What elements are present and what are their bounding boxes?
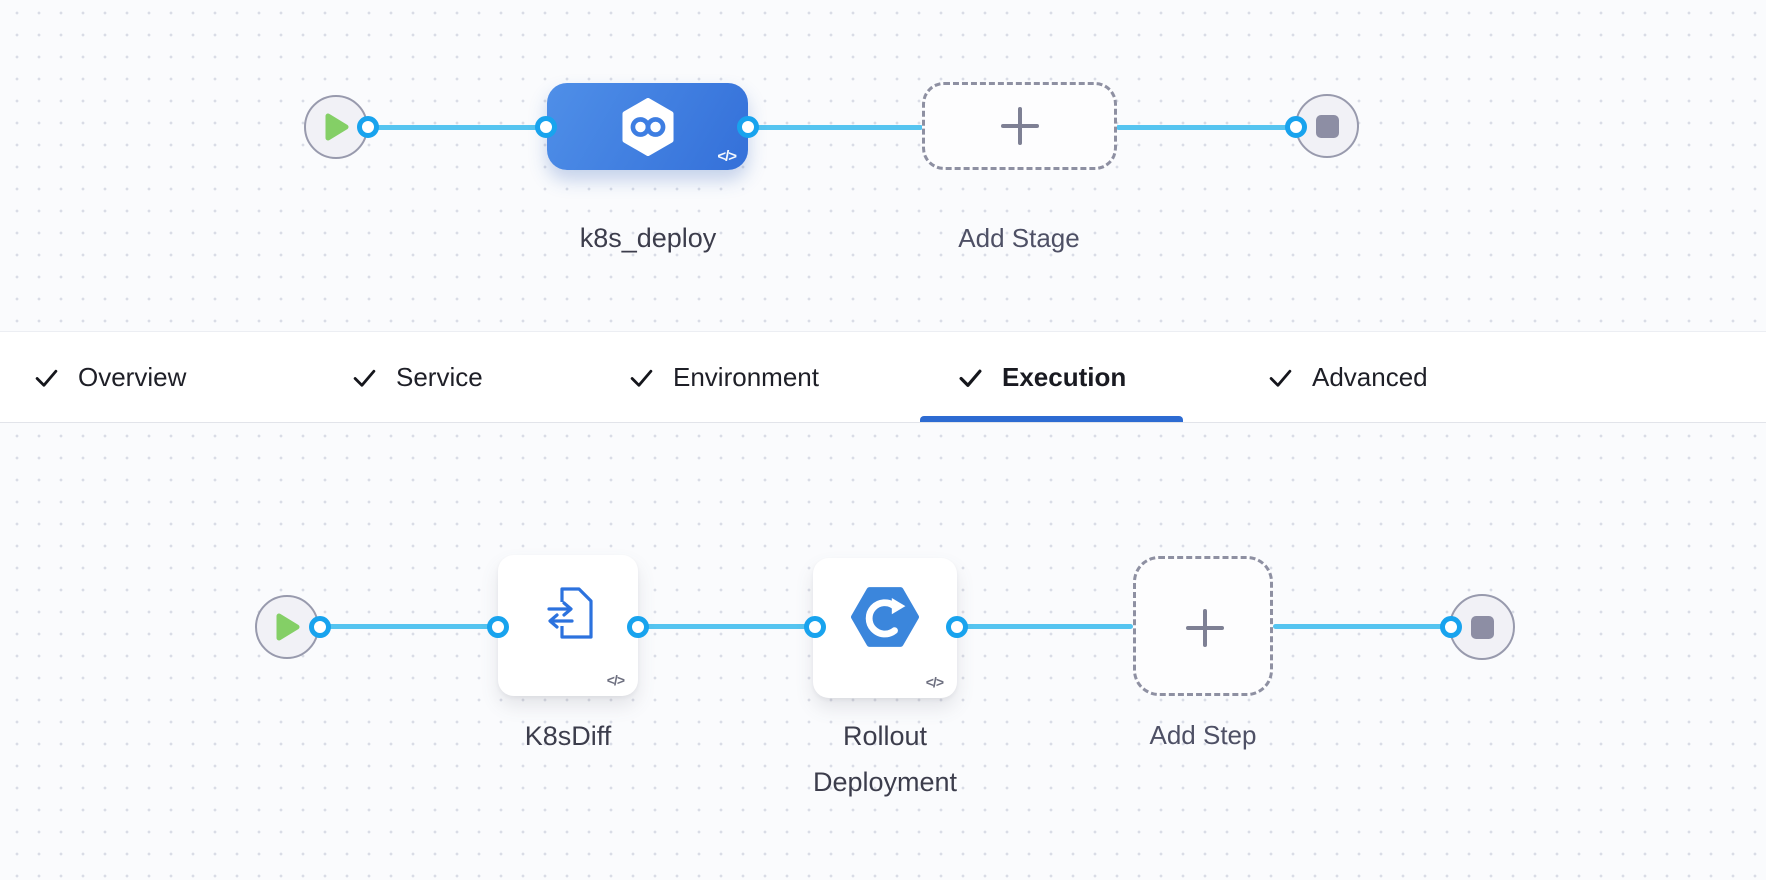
step-node-k8sdiff[interactable]: </> <box>498 555 638 696</box>
tab-advanced[interactable]: Advanced <box>1268 332 1428 422</box>
stop-icon <box>1470 615 1494 639</box>
step-yaml-toggle[interactable]: </> <box>925 674 944 690</box>
port-rollout-in[interactable] <box>804 616 826 638</box>
tab-overview[interactable]: Overview <box>34 332 186 422</box>
add-step-button[interactable] <box>1133 556 1273 696</box>
step-label-k8sdiff: K8sDiff <box>524 721 612 751</box>
step-yaml-toggle[interactable]: </> <box>606 672 625 688</box>
port-end-in[interactable] <box>1440 616 1462 638</box>
tab-execution[interactable]: Execution <box>958 332 1126 422</box>
stage-config-tabbar: Overview Service Environment Execution A… <box>0 331 1766 423</box>
k8s-diff-icon <box>543 587 593 639</box>
pipeline-start-node <box>304 95 368 159</box>
execution-graph-canvas[interactable]: </> </> K8sDiff Rollout Deployment Add S… <box>0 423 1766 880</box>
checkmark-icon <box>1268 365 1293 390</box>
tab-environment[interactable]: Environment <box>629 332 819 422</box>
link-rollout-to-addstep <box>957 624 1133 629</box>
deploy-infinity-hexagon-icon <box>621 97 674 156</box>
rollout-deployment-icon <box>851 587 919 647</box>
link-stage-to-addstage <box>748 125 923 130</box>
link-addstage-to-end <box>1116 125 1297 130</box>
plus-icon <box>1186 609 1224 647</box>
tab-label: Overview <box>78 361 187 392</box>
step-label-rollout-deployment: Rollout Deployment <box>812 721 958 797</box>
stage-graph-canvas[interactable]: </> k8s_deploy Add Stage <box>0 0 1766 331</box>
port-stage-in[interactable] <box>535 116 557 138</box>
play-icon <box>325 113 349 141</box>
link-start-to-k8sdiff <box>287 624 498 629</box>
checkmark-icon <box>958 365 983 390</box>
checkmark-icon <box>352 365 377 390</box>
add-stage-button[interactable] <box>922 82 1117 170</box>
port-k8sdiff-out[interactable] <box>627 616 649 638</box>
tab-label: Advanced <box>1312 361 1428 392</box>
link-k8sdiff-to-rollout <box>638 624 815 629</box>
port-k8sdiff-in[interactable] <box>487 616 509 638</box>
plus-icon <box>1000 107 1039 145</box>
checkmark-icon <box>629 365 654 390</box>
tab-label: Environment <box>673 361 819 392</box>
add-stage-label: Add Stage <box>958 223 1080 253</box>
port-stage-out[interactable] <box>737 116 759 138</box>
checkmark-icon <box>34 365 59 390</box>
play-icon <box>276 613 300 641</box>
stage-yaml-toggle[interactable]: </> <box>717 148 737 165</box>
tab-service[interactable]: Service <box>352 332 483 422</box>
stop-icon <box>1315 114 1339 138</box>
port-start-out[interactable] <box>309 616 331 638</box>
tab-label: Execution <box>1002 361 1127 392</box>
add-step-label: Add Step <box>1149 720 1257 750</box>
step-node-rollout-deployment[interactable]: </> <box>813 558 957 698</box>
port-rollout-out[interactable] <box>946 616 968 638</box>
tab-label: Service <box>396 361 483 392</box>
link-addstep-to-end <box>1273 624 1451 629</box>
link-start-to-stage <box>336 125 547 130</box>
port-start-out[interactable] <box>357 116 379 138</box>
stage-node-k8s-deploy[interactable]: </> <box>547 83 748 170</box>
active-tab-underline <box>920 416 1183 422</box>
stage-label: k8s_deploy <box>579 223 717 253</box>
port-end-in[interactable] <box>1285 116 1307 138</box>
